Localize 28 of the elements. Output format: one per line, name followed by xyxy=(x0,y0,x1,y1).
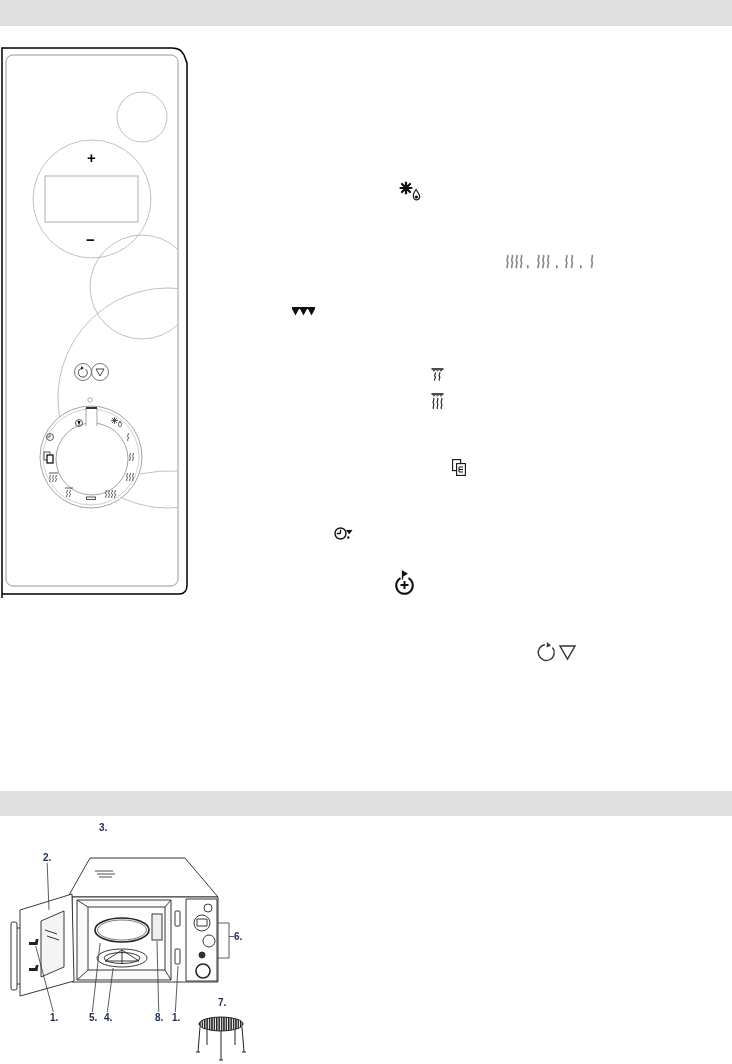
leader-line xyxy=(46,862,50,911)
callout-number: 1. xyxy=(50,1012,59,1023)
callout-number: 5. xyxy=(89,1012,98,1023)
callout-number: 2. xyxy=(43,852,52,863)
leader-line xyxy=(174,965,179,1013)
callout-number: 6. xyxy=(234,931,243,942)
leader-line xyxy=(91,942,101,1013)
comma-separator: , xyxy=(526,256,530,269)
plus-sign: + xyxy=(87,150,96,165)
leader-line xyxy=(156,940,160,1013)
callout-number: 7. xyxy=(218,998,227,1008)
comma-separator: , xyxy=(555,256,559,269)
callout-number: 8. xyxy=(155,1012,164,1023)
leader-line xyxy=(106,967,114,1013)
callout-number: 3. xyxy=(99,823,108,833)
minus-sign: − xyxy=(86,232,95,247)
oven-control-panel xyxy=(185,898,218,983)
turntable-roller xyxy=(96,948,148,968)
mica-cover xyxy=(151,913,163,941)
turntable-plate xyxy=(94,917,150,943)
leader-line xyxy=(35,945,54,1013)
callout-number: 1. xyxy=(172,1012,181,1023)
comma-separator: , xyxy=(579,256,583,269)
door-window xyxy=(40,910,65,979)
bracket-leader-line xyxy=(217,922,235,959)
door-latch-slots xyxy=(174,910,182,966)
door-hook xyxy=(28,937,39,946)
callout-number: 4. xyxy=(104,1012,113,1023)
